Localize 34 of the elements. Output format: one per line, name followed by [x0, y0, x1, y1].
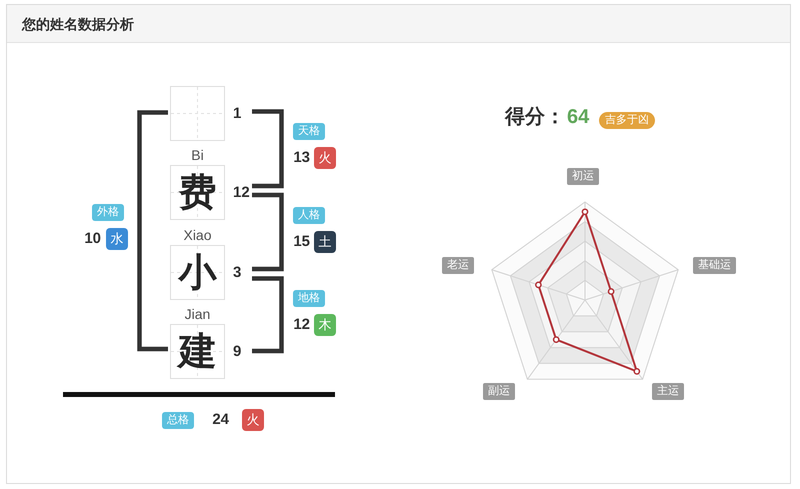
number-label: 12: [293, 316, 310, 334]
stroke-count: 12: [233, 184, 250, 202]
number-label: 24: [212, 411, 229, 429]
score-value: 64: [567, 105, 590, 129]
character-box: 建: [170, 324, 225, 379]
element-badge: 水: [106, 228, 128, 250]
number-label: 15: [293, 233, 310, 251]
number-label: 10: [84, 230, 101, 248]
tag-badge: 地格: [293, 290, 325, 307]
element-badge: 火: [314, 147, 336, 169]
tag-badge: 外格: [92, 204, 124, 221]
tag-badge: 天格: [293, 123, 325, 140]
tag-badge: 人格: [293, 207, 325, 224]
tag-badge: 总格: [162, 412, 194, 429]
axis-label: 老运: [442, 257, 474, 274]
stroke-count: 1: [233, 104, 242, 122]
character-box: 费: [170, 165, 225, 220]
stroke-count: 9: [233, 342, 242, 360]
axis-label: 副运: [483, 383, 515, 400]
rating-badge: 吉多于凶: [599, 112, 655, 129]
character-box: 小: [170, 245, 225, 300]
element-badge: 火: [242, 409, 264, 431]
axis-label: 主运: [652, 383, 684, 400]
number-label: 13: [293, 149, 310, 167]
element-badge: 土: [314, 231, 336, 253]
axis-label: 初运: [567, 168, 599, 185]
score-label: 得分：: [505, 105, 565, 129]
element-badge: 木: [314, 314, 336, 336]
pinyin-label: Jian: [184, 306, 210, 322]
pinyin-label: Xiao: [183, 227, 212, 243]
title: 您的姓名数据分析: [22, 16, 134, 32]
pinyin-label: Bi: [191, 147, 204, 163]
stroke-count: 3: [233, 264, 242, 282]
axis-label: 基础运: [693, 257, 736, 274]
